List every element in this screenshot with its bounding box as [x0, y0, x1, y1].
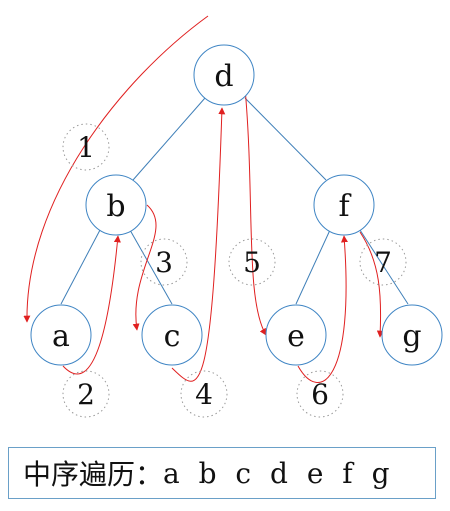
tree-edges [60, 97, 409, 305]
traversal-arrow-7 [359, 231, 384, 338]
node-label: e [287, 319, 305, 354]
step-marker-4: 4 [180, 370, 228, 418]
step-marker-3: 3 [140, 238, 188, 286]
step-number: 4 [195, 378, 213, 411]
traversal-result-box: 中序遍历： a b c d e f g [8, 447, 436, 499]
edge-b-c [129, 229, 173, 305]
traversal-arrow-1 [23, 15, 209, 323]
edge-b-a [60, 229, 101, 305]
edge-d-f [244, 97, 327, 181]
tree-node-f: f [313, 174, 375, 236]
traversal-arrow-3 [132, 204, 157, 331]
step-marker-2: 2 [62, 370, 110, 418]
step-number: 1 [77, 131, 95, 164]
step-number: 2 [77, 378, 95, 411]
node-label: f [338, 189, 351, 224]
tree-node-d: d [193, 44, 255, 106]
step-marker-6: 6 [296, 370, 344, 418]
traversal-arrow-6 [297, 235, 348, 383]
step-number: 7 [374, 246, 392, 279]
step-marker-7: 7 [359, 238, 407, 286]
edge-f-g [359, 229, 409, 305]
node-label: d [214, 59, 233, 94]
edge-f-e [295, 229, 331, 305]
node-label: g [402, 319, 421, 354]
step-number: 6 [311, 378, 329, 411]
node-label: c [164, 319, 181, 354]
traversal-result-prefix: 中序遍历： [23, 458, 164, 491]
edge-d-b [132, 97, 206, 181]
traversal-result-sequence: a b c d e f g [163, 456, 393, 490]
tree-node-c: c [141, 304, 203, 366]
step-marker-1: 1 [62, 123, 110, 171]
traversal-arrow-2 [62, 235, 121, 375]
tree-nodes: d b f a c e g [30, 44, 443, 366]
step-number: 3 [155, 246, 173, 279]
node-label: a [52, 319, 70, 354]
traversal-path [23, 15, 384, 383]
tree-node-e: e [265, 304, 327, 366]
traversal-arrow-5 [244, 87, 267, 336]
tree-node-a: a [30, 304, 92, 366]
traversal-arrow-4 [171, 107, 226, 382]
node-label: b [106, 189, 125, 224]
tree-node-g: g [381, 304, 443, 366]
step-number: 5 [243, 246, 261, 279]
step-markers: 1 2 3 4 5 6 7 [62, 123, 407, 418]
tree-node-b: b [85, 174, 147, 236]
step-marker-5: 5 [228, 238, 276, 286]
